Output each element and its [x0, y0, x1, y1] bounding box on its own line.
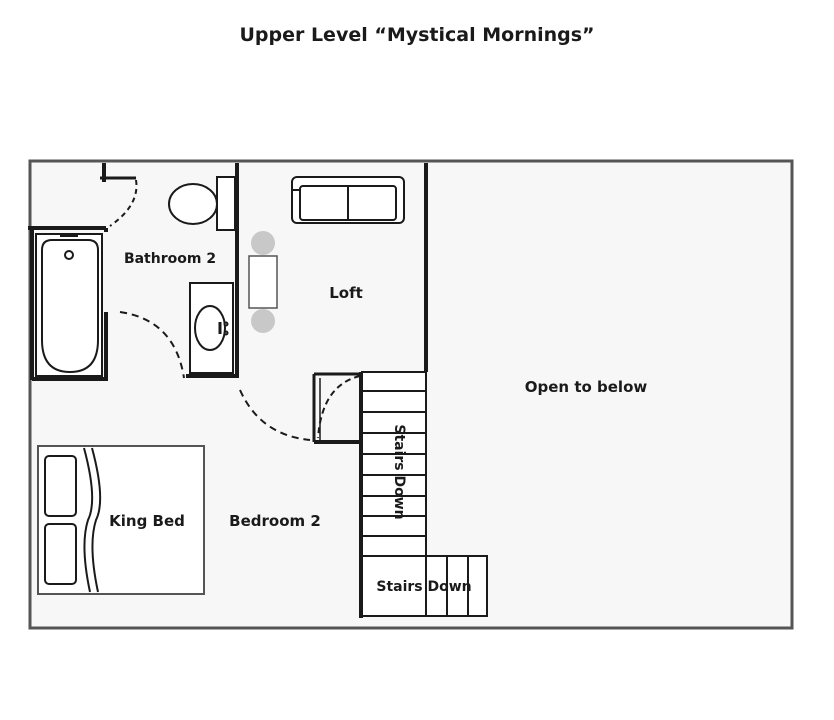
- loft-label: Loft: [329, 284, 363, 302]
- king-bed-label: King Bed: [109, 512, 185, 530]
- bathtub-icon: [35, 233, 103, 377]
- king-bed-icon: [37, 445, 205, 595]
- sink-icon: [189, 282, 234, 374]
- table-lamps-icon: [248, 231, 278, 333]
- stairs-down-vertical-label: Stairs Down: [391, 424, 407, 519]
- bathroom-label: Bathroom 2: [124, 251, 216, 267]
- toilet-icon: [168, 176, 236, 231]
- stairs-icon: [359, 371, 488, 618]
- sofa-icon: [291, 176, 405, 224]
- stairs-down-horizontal-label: Stairs Down: [376, 579, 471, 595]
- plan-title: Upper Level “Mystical Mornings”: [239, 24, 595, 46]
- open-to-below-label: Open to below: [525, 378, 648, 396]
- closet-walls: [312, 372, 362, 444]
- bedroom-label: Bedroom 2: [229, 512, 321, 530]
- closet-door-swing: [317, 375, 361, 439]
- bath-door-swing: [109, 179, 138, 227]
- bedroom-door-swing: [119, 311, 185, 379]
